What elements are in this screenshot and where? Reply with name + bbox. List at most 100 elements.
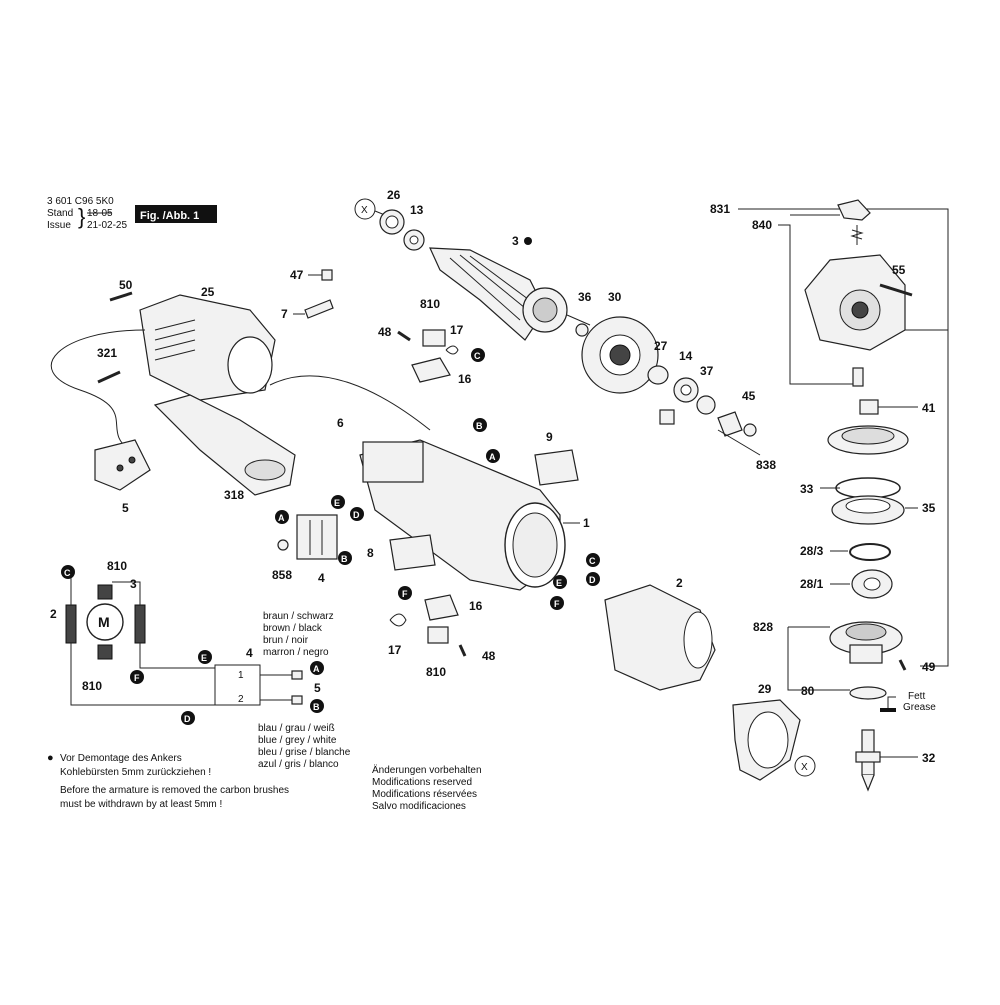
washer-80 <box>849 686 887 700</box>
ws-switch <box>214 664 261 706</box>
label-33: 33 <box>800 482 814 496</box>
nut-45 <box>743 423 757 437</box>
connector-A-2 <box>275 510 289 524</box>
fig-label: Fig. /Abb. 1 <box>140 210 199 222</box>
label-9: 9 <box>546 430 553 444</box>
label-13: 13 <box>410 203 424 217</box>
washer-36 <box>575 323 589 337</box>
svg-text:C: C <box>64 568 71 578</box>
cable <box>50 329 146 451</box>
armature-group: X 26 13 3 36 <box>354 188 592 341</box>
connector-D-2 <box>586 572 600 586</box>
ws-label-810-bottom: 810 <box>82 679 102 693</box>
ring-28-3 <box>849 543 891 561</box>
plug-5 <box>94 439 151 491</box>
switch-block <box>362 441 424 483</box>
label-37: 37 <box>700 364 714 378</box>
ws-label-810-top: 810 <box>107 559 127 573</box>
ws-label-3: 3 <box>130 577 137 591</box>
label-2: 2 <box>676 576 683 590</box>
x-mark-bottom <box>794 755 816 777</box>
wire-colour2-line-1: blau / grau / weiß <box>258 723 335 734</box>
note-de-2: Kohlebürsten 5mm zurückziehen ! <box>60 767 211 778</box>
mod-line-3: Modifications réservées <box>372 789 477 800</box>
label-plate-9 <box>534 449 579 486</box>
spring <box>850 229 864 240</box>
label-80: 80 <box>801 684 815 698</box>
wiring-diagram: M 810 3 2 810 1 2 4 5 braun / schwarz br… <box>50 559 351 770</box>
ws-terminal-2: 2 <box>238 694 244 705</box>
brush-holder-16-top <box>411 357 451 383</box>
label-858: 858 <box>272 568 292 582</box>
label-840: 840 <box>752 218 772 232</box>
wire-colour-line-1: braun / schwarz <box>263 611 334 622</box>
carbon-brush-810-top <box>422 329 446 347</box>
svg-text:F: F <box>402 589 408 599</box>
fett-label: Fett <box>908 691 925 702</box>
label-7: 7 <box>281 307 288 321</box>
cable-clamp-7 <box>304 299 334 319</box>
mod-line-1: Änderungen vorbehalten <box>372 764 482 776</box>
connector-C-2 <box>586 553 600 567</box>
label-16-bottom: 16 <box>469 599 483 613</box>
label-50: 50 <box>119 278 133 292</box>
connector-B-3 <box>310 699 324 713</box>
svg-text:D: D <box>589 575 596 585</box>
gear-head-group: 831 840 55 41 33 35 28/3 28/1 <box>710 199 949 792</box>
label-plate-8 <box>389 534 436 571</box>
carbon-brush-810-bottom <box>427 626 449 644</box>
note-en-2: must be withdrawn by at least 5mm ! <box>60 799 222 810</box>
label-318: 318 <box>224 488 244 502</box>
connector-D-3 <box>181 711 195 725</box>
label-32: 32 <box>922 751 936 765</box>
x-mark-bottom-text: X <box>801 762 808 773</box>
lock-button <box>837 199 871 221</box>
svg-text:D: D <box>184 714 191 724</box>
label-810-bottom: 810 <box>426 665 446 679</box>
label-16-top: 16 <box>458 372 472 386</box>
label-5: 5 <box>122 501 129 515</box>
motor-symbol <box>86 603 124 641</box>
label-828: 828 <box>753 620 773 634</box>
ring-27 <box>647 365 669 385</box>
screw-47 <box>321 269 333 281</box>
bearing-plate-group: 30 27 14 37 45 838 <box>581 290 776 472</box>
wire-colour-line-3: brun / noir <box>263 635 309 646</box>
svg-text:B: B <box>313 702 320 712</box>
ws-terminal-1: 1 <box>238 670 244 681</box>
svg-text:D: D <box>353 510 360 520</box>
connector-C-3 <box>61 565 75 579</box>
screw-858 <box>277 539 289 551</box>
brush-holder-16-bottom <box>424 594 459 621</box>
note-en-1: Before the armature is removed the carbo… <box>60 785 289 796</box>
connector-markers: B A C E D A B C D E F F C E F D A <box>61 348 600 725</box>
label-831: 831 <box>710 202 730 216</box>
ws-label-4: 4 <box>246 646 253 660</box>
svg-text:F: F <box>554 599 560 609</box>
label-1: 1 <box>583 516 590 530</box>
connector-E-3 <box>198 650 212 664</box>
connector-B-2 <box>338 551 352 565</box>
note-de-1: Vor Demontage des Ankers <box>60 753 182 764</box>
mod-line-4: Salvo modificaciones <box>372 801 466 812</box>
connector-C-1 <box>471 348 485 362</box>
motor-symbol-text: M <box>98 614 110 630</box>
svg-text:A: A <box>313 664 320 674</box>
notes-block: ● Vor Demontage des Ankers Kohlebürsten … <box>47 752 482 812</box>
svg-text:A: A <box>489 452 496 462</box>
label-47: 47 <box>290 268 304 282</box>
connector-A-3 <box>310 661 324 675</box>
cable-inner <box>269 375 431 431</box>
brush-bottom <box>97 644 113 660</box>
pinion <box>717 411 743 437</box>
label-25: 25 <box>201 285 215 299</box>
connector-E-2 <box>553 575 567 589</box>
label-838: 838 <box>756 458 776 472</box>
switch-group: 4 858 <box>272 514 338 585</box>
switch-cover-318 <box>153 394 296 496</box>
svg-text:B: B <box>341 554 348 564</box>
svg-text:B: B <box>476 421 483 431</box>
label-6: 6 <box>337 416 344 430</box>
note-bullet: ● <box>47 752 54 764</box>
label-17-bottom: 17 <box>388 643 402 657</box>
